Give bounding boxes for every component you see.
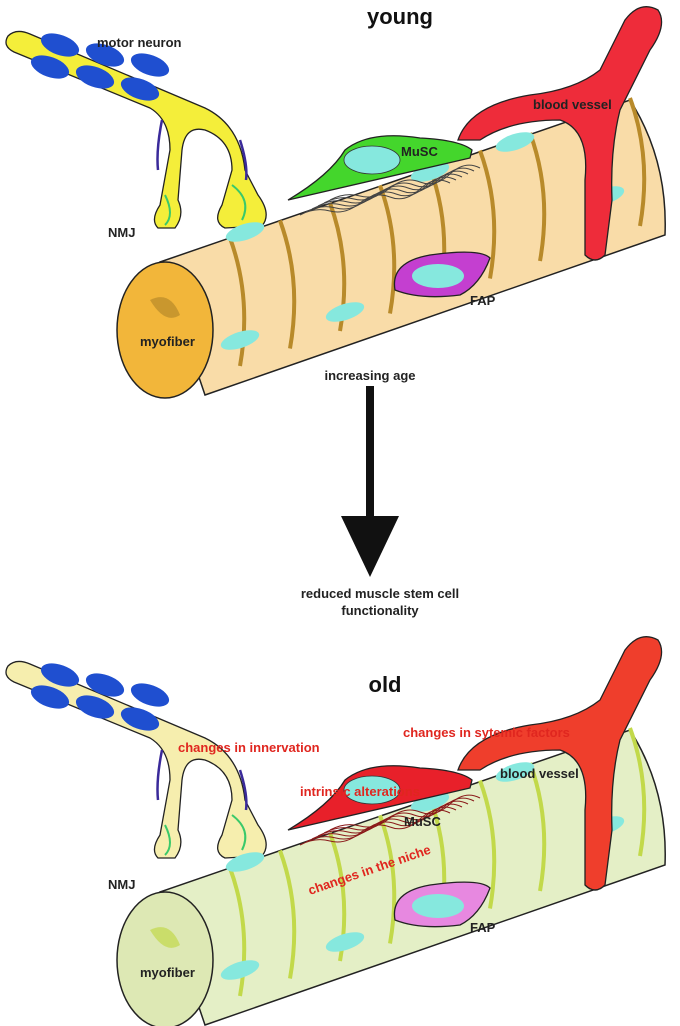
nucleus	[410, 792, 450, 812]
striation	[228, 237, 247, 367]
nucleus	[225, 852, 265, 872]
fap-label-old: FAP	[470, 920, 496, 935]
axon-marker	[130, 53, 170, 77]
young-panel: young motor neuron NMJ MuSC blood vessel…	[5, 4, 666, 399]
axon-marker	[120, 77, 160, 101]
ecm-fiber	[317, 800, 469, 837]
young-title: young	[367, 4, 433, 29]
musc-nucleus	[343, 145, 401, 175]
striation	[478, 149, 497, 279]
blood-vessel	[457, 6, 663, 261]
old-scene	[5, 636, 666, 1026]
axon-marker	[130, 683, 170, 707]
ecm-fiber	[329, 164, 481, 201]
ecm-fiber	[329, 794, 481, 831]
old-panel: old changes in innervation changes in sy…	[5, 636, 666, 1026]
striation	[378, 184, 397, 314]
axon-marker	[40, 663, 80, 687]
myofiber-end-mark	[150, 297, 180, 318]
myofiber-end	[116, 261, 214, 399]
striation	[378, 814, 397, 944]
nucleus	[225, 222, 265, 242]
striation	[278, 219, 297, 349]
musc-label: MuSC	[401, 144, 438, 159]
axon-marker	[75, 695, 115, 719]
nmj-synapse	[164, 184, 247, 226]
axon-marker	[85, 43, 125, 67]
striation	[528, 762, 547, 892]
myofiber-label-old: myofiber	[140, 965, 195, 980]
motor-neuron	[5, 30, 267, 229]
old-title: old	[369, 672, 402, 697]
myelin-mark	[156, 749, 248, 811]
nucleus	[325, 302, 365, 322]
intrinsic-alterations-label: intrinsic alterations	[300, 784, 420, 799]
axon-marker	[120, 707, 160, 731]
ecm-fiber	[323, 797, 475, 834]
increasing-age-label: increasing age	[324, 368, 415, 383]
motor-neuron-label: motor neuron	[97, 35, 182, 50]
nmj-label-old: NMJ	[108, 877, 135, 892]
blood-vessel-label: blood vessel	[533, 97, 612, 112]
striation	[628, 97, 647, 227]
striation	[628, 727, 647, 857]
nucleus	[495, 762, 535, 782]
striation	[478, 779, 497, 909]
ecm-fiber	[311, 803, 463, 840]
changes-innervation-label: changes in innervation	[178, 740, 320, 755]
striation	[228, 867, 247, 997]
ecm-fiber	[311, 173, 463, 210]
young-scene	[5, 6, 666, 399]
fap-nucleus	[412, 264, 464, 288]
nucleus	[220, 330, 260, 350]
result-line-1: reduced muscle stem cell	[301, 586, 459, 601]
axon-marker	[75, 65, 115, 89]
changes-systemic-label: changes in sytemic factors	[403, 725, 570, 740]
nucleus	[410, 162, 450, 182]
axon-marker	[30, 55, 70, 79]
arrow-shaft	[366, 386, 374, 522]
myofiber-label: myofiber	[140, 334, 195, 349]
aging-transition: increasing age reduced muscle stem cell …	[301, 368, 459, 618]
ecm-fiber	[317, 170, 469, 207]
striation	[278, 849, 297, 979]
axon-marker	[40, 33, 80, 57]
myofiber-end	[116, 891, 214, 1026]
blood-vessel	[457, 636, 663, 891]
musc-nucleus	[343, 775, 401, 805]
musc-label-old: MuSC	[404, 814, 441, 829]
fap-nucleus	[412, 894, 464, 918]
blood-vessel-label-old: blood vessel	[500, 766, 579, 781]
nmj-label: NMJ	[108, 225, 135, 240]
arrow-head-icon	[341, 516, 399, 577]
striation	[528, 132, 547, 262]
myofiber-end-mark	[150, 927, 180, 948]
axon-marker	[85, 673, 125, 697]
ecm-fiber	[323, 167, 475, 204]
nmj-synapse	[164, 814, 247, 856]
nucleus	[220, 960, 260, 980]
result-line-2: functionality	[341, 603, 419, 618]
axon-marker	[30, 685, 70, 709]
myelin-mark	[156, 119, 248, 181]
fap-label: FAP	[470, 293, 496, 308]
motor-neuron	[5, 660, 267, 859]
nucleus	[325, 932, 365, 952]
nucleus	[495, 132, 535, 152]
